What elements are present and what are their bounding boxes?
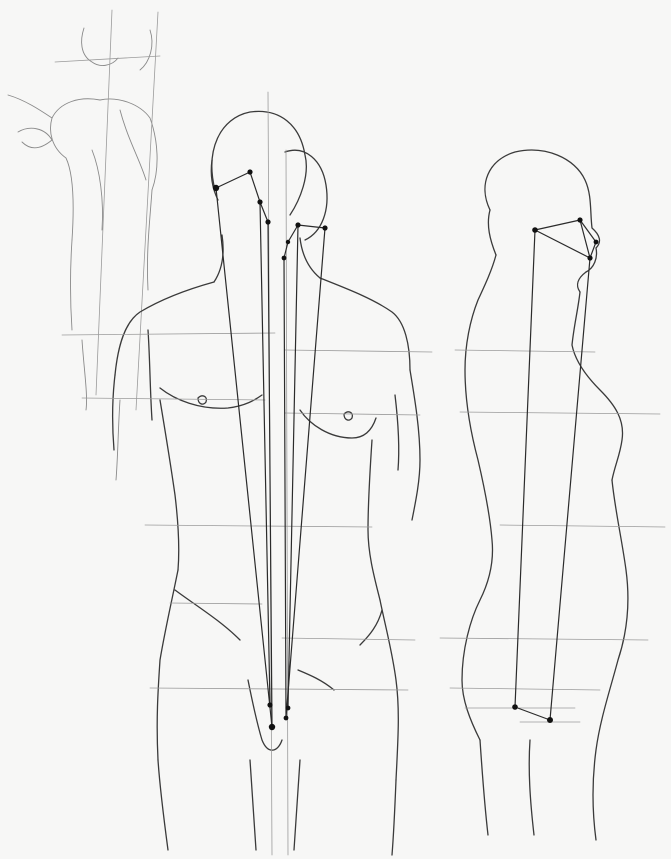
- landmark-point: [247, 169, 252, 174]
- back-figure-sketch: [8, 10, 160, 480]
- landmark-point: [269, 724, 275, 730]
- landmark-point: [257, 199, 262, 204]
- landmark-point: [322, 225, 327, 230]
- landmark-point: [265, 219, 270, 224]
- landmark-point: [512, 704, 518, 710]
- landmark-point: [577, 217, 582, 222]
- front-head-measure-right: [284, 225, 325, 258]
- landmark-point: [267, 702, 272, 707]
- front-right-shoulder: [320, 278, 410, 370]
- landmark-point: [282, 256, 287, 261]
- front-chest: [160, 388, 262, 408]
- landmark-point: [594, 240, 599, 245]
- landmark-point: [295, 222, 300, 227]
- landmark-point: [587, 255, 592, 260]
- landmark-point: [532, 227, 538, 233]
- front-figure: [62, 92, 432, 855]
- side-measure-polygon: [515, 220, 590, 720]
- landmark-point: [547, 717, 553, 723]
- front-left-hip: [157, 570, 178, 760]
- landmark-point: [213, 185, 219, 191]
- landmark-point: [284, 716, 289, 721]
- landmark-point: [286, 706, 291, 711]
- side-figure: [440, 150, 665, 840]
- side-back-line: [462, 255, 496, 740]
- front-left-shoulder: [115, 282, 214, 375]
- landmark-point: [286, 240, 290, 244]
- side-front-line: [572, 292, 623, 480]
